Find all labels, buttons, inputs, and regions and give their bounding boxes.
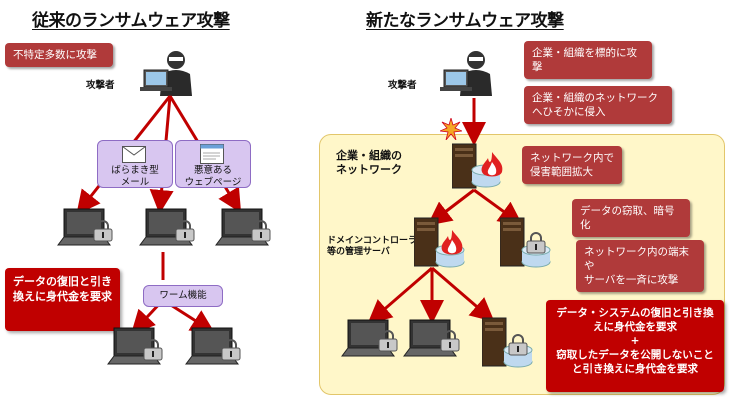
worm-box: ワーム機能 xyxy=(143,285,223,307)
web-vector-box: 悪意ある ウェブページ xyxy=(175,140,251,188)
right-ransom-box: データ・システムの復旧と引き換えに身代金を要求 + 窃取したデータを公開しないこ… xyxy=(546,300,724,392)
lock-icon xyxy=(251,220,271,242)
lock-icon xyxy=(175,220,195,242)
server-icon xyxy=(414,217,465,268)
lock-icon xyxy=(143,339,163,361)
right-ransom-plus: + xyxy=(630,335,640,347)
laptop-icon xyxy=(57,208,111,246)
mail-vector-box: ばらまき型 メール xyxy=(97,140,173,188)
laptop-icon xyxy=(107,327,161,365)
laptop-icon xyxy=(139,208,193,246)
network-label: 企業・組織の ネットワーク xyxy=(336,149,402,176)
steal-callout: データの窃取、暗号化 xyxy=(572,199,690,237)
right-ransom-line2: 窃取したデータを公開しないことと引き換えに身代金を要求 xyxy=(556,349,714,375)
fire-icon xyxy=(441,230,463,255)
lock-icon xyxy=(526,232,546,254)
right-title: 新たなランサムウェア攻撃 xyxy=(366,11,564,31)
laptop-icon xyxy=(403,319,457,357)
left-ransom-box: データの復旧と引き換えに身代金を要求 xyxy=(5,268,120,331)
lock-icon xyxy=(440,330,460,352)
right-attacker-label: 攻撃者 xyxy=(388,80,417,91)
lock-icon xyxy=(378,330,398,352)
lock-icon xyxy=(508,334,528,356)
left-title: 従来のランサムウェア攻撃 xyxy=(32,11,230,31)
fire-icon xyxy=(481,152,503,177)
laptop-icon xyxy=(215,208,269,246)
webpage-icon xyxy=(200,144,224,164)
left-attacker-label: 攻撃者 xyxy=(86,80,115,91)
lock-icon xyxy=(93,220,113,242)
server-label: ドメインコントローラ 等の管理サーバ xyxy=(327,236,418,257)
attacker-icon xyxy=(440,51,492,96)
spread-callout: ネットワーク内で 侵害範囲拡大 xyxy=(522,146,622,184)
terminals-callout: ネットワーク内の端末や サーバを一斉に攻撃 xyxy=(576,240,704,292)
right-ransom-line1: データ・システムの復旧と引き換えに身代金を要求 xyxy=(556,307,714,333)
explosion-icon xyxy=(440,118,462,140)
laptop-icon xyxy=(185,327,239,365)
laptop-icon xyxy=(341,319,395,357)
mass-attack-callout: 不特定多数に攻撃 xyxy=(5,43,113,67)
lock-icon xyxy=(221,339,241,361)
infiltrate-callout: 企業・組織のネットワークへひそかに侵入 xyxy=(524,86,672,124)
attacker-icon xyxy=(140,51,192,96)
mail-icon xyxy=(122,146,146,163)
targeted-attack-callout: 企業・組織を標的に攻撃 xyxy=(524,41,652,79)
